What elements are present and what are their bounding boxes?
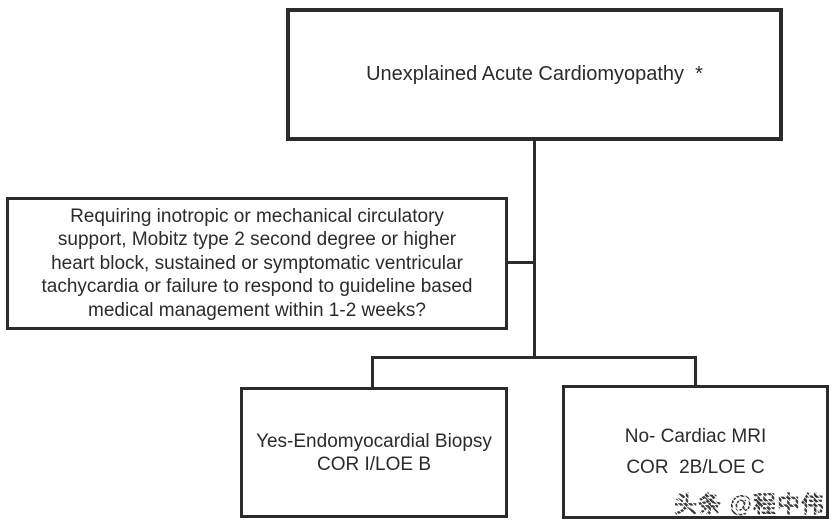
toutiao-watermark: 头条 @程中伟 — [674, 485, 825, 519]
criteria-question-line: Requiring inotropic or mechanical circul… — [70, 205, 444, 227]
node-unexplained-cardiomyopathy-label: Unexplained Acute Cardiomyopathy * — [366, 63, 703, 85]
connector-branch-horizontal-line — [371, 356, 697, 359]
yes-box-line2: COR I/LOE B — [316, 453, 432, 475]
no-box-line2: COR 2B/LOE C — [626, 457, 765, 478]
criteria-question-line: tachycardia or failure to respond to gui… — [41, 276, 473, 298]
connector-no-drop-line — [694, 356, 697, 385]
criteria-question-line: heart block, sustained or symptomatic ve… — [51, 252, 463, 274]
node-unexplained-cardiomyopathy: Unexplained Acute Cardiomyopathy * — [286, 8, 783, 141]
connector-top-vertical-line — [533, 141, 536, 359]
node-criteria-question: Requiring inotropic or mechanical circul… — [6, 197, 508, 330]
connector-question-horizontal-line — [508, 261, 533, 264]
no-box-line1: No- Cardiac MRI — [624, 426, 767, 447]
connector-yes-drop-line — [371, 356, 374, 387]
criteria-question-line: support, Mobitz type 2 second degree or … — [57, 229, 457, 251]
yes-box-line1: Yes-Endomyocardial Biopsy — [256, 430, 492, 452]
node-no-cardiac-mri: No- Cardiac MRI COR 2B/LOE C — [562, 385, 829, 519]
criteria-question-line: medical management within 1-2 weeks? — [88, 299, 426, 321]
node-yes-endomyocardial-biopsy: Yes-Endomyocardial Biopsy COR I/LOE B — [240, 387, 508, 518]
